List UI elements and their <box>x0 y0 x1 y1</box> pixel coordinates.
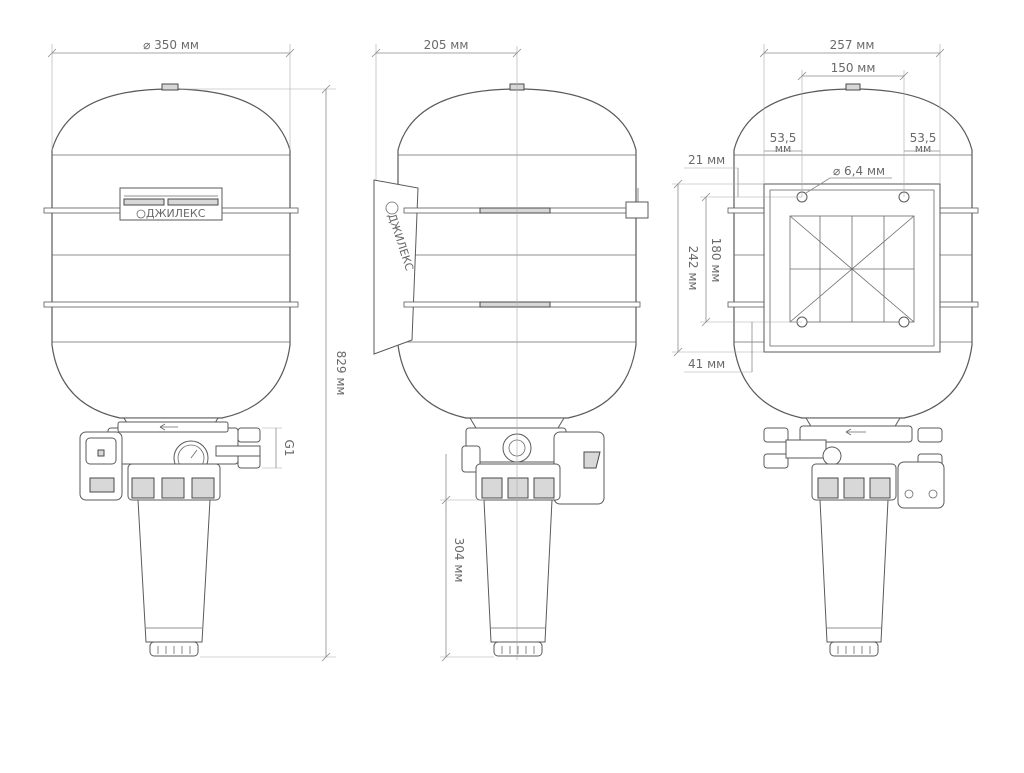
label-width: 257 мм <box>830 38 875 52</box>
label-diameter: ⌀ 350 мм <box>143 38 199 52</box>
label-offset-left-value: 53,5 <box>770 131 797 145</box>
rear-hole-bottom-right <box>898 316 910 328</box>
label-mount-height: 242 мм <box>686 246 700 291</box>
rear-dimensions: 257 мм 150 мм 53,5 мм 53,5 мм ⌀ 6,4 мм 2… <box>672 38 945 373</box>
rear-top-valve <box>845 83 861 91</box>
label-offset-right-value: 53,5 <box>910 131 937 145</box>
label-thread: G1 <box>282 440 296 457</box>
front-top-valve <box>161 83 179 91</box>
front-dimensions: ⌀ 350 мм 829 мм G1 <box>47 38 348 662</box>
label-filter-height: 304 мм <box>452 538 466 583</box>
rear-fitting-block <box>799 425 913 443</box>
side-dimensions: 205 мм 304 мм <box>371 38 522 662</box>
side-view: ДЖИЛЕКС <box>373 46 649 660</box>
front-view: ДЖИЛЕКС <box>43 83 299 657</box>
rear-pressure-switch <box>897 461 945 509</box>
front-logo-icon <box>136 209 146 219</box>
rear-filter-cup <box>819 499 889 643</box>
leader-hole-diameter <box>805 177 831 194</box>
label-offset-left-unit: мм <box>775 142 792 155</box>
front-logo-text: ДЖИЛЕКС <box>146 207 206 220</box>
label-total-height: 829 мм <box>334 351 348 396</box>
front-strap-lower <box>43 301 299 308</box>
front-tank <box>51 88 291 419</box>
front-filter-cup <box>137 499 211 643</box>
side-strap-buckle <box>625 201 649 219</box>
label-offset-right-unit: мм <box>915 142 932 155</box>
rear-view <box>727 83 979 657</box>
label-hole-spacing: 150 мм <box>831 61 876 75</box>
label-hole-diameter: ⌀ 6,4 мм <box>833 164 885 178</box>
side-filter-cup <box>483 499 553 643</box>
label-bottom-offset: 41 мм <box>688 357 725 371</box>
label-depth: 205 мм <box>424 38 469 52</box>
side-logo-icon <box>385 201 399 215</box>
label-hole-vertical: 180 мм <box>709 238 723 283</box>
front-outlet-top <box>237 427 261 443</box>
label-top-offset: 21 мм <box>688 153 725 167</box>
side-bracket-plate <box>373 179 419 355</box>
